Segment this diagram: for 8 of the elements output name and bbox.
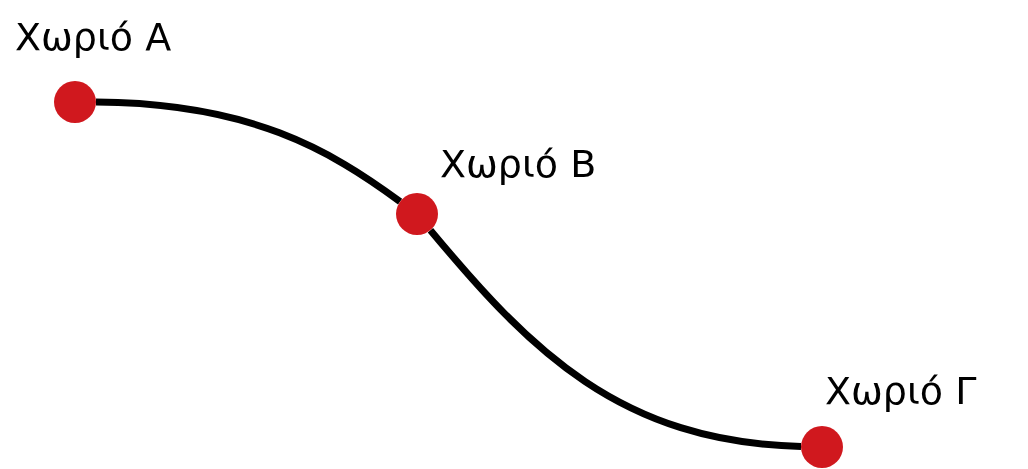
road-line — [95, 98, 403, 205]
village-dot — [801, 426, 843, 468]
village-label: Χωριό Γ — [825, 372, 977, 410]
village-dot — [54, 81, 96, 123]
village-dot — [396, 193, 438, 235]
village-label: Χωριό Β — [440, 145, 597, 183]
village-label: Χωριό Α — [15, 18, 172, 56]
road-line — [427, 227, 802, 450]
